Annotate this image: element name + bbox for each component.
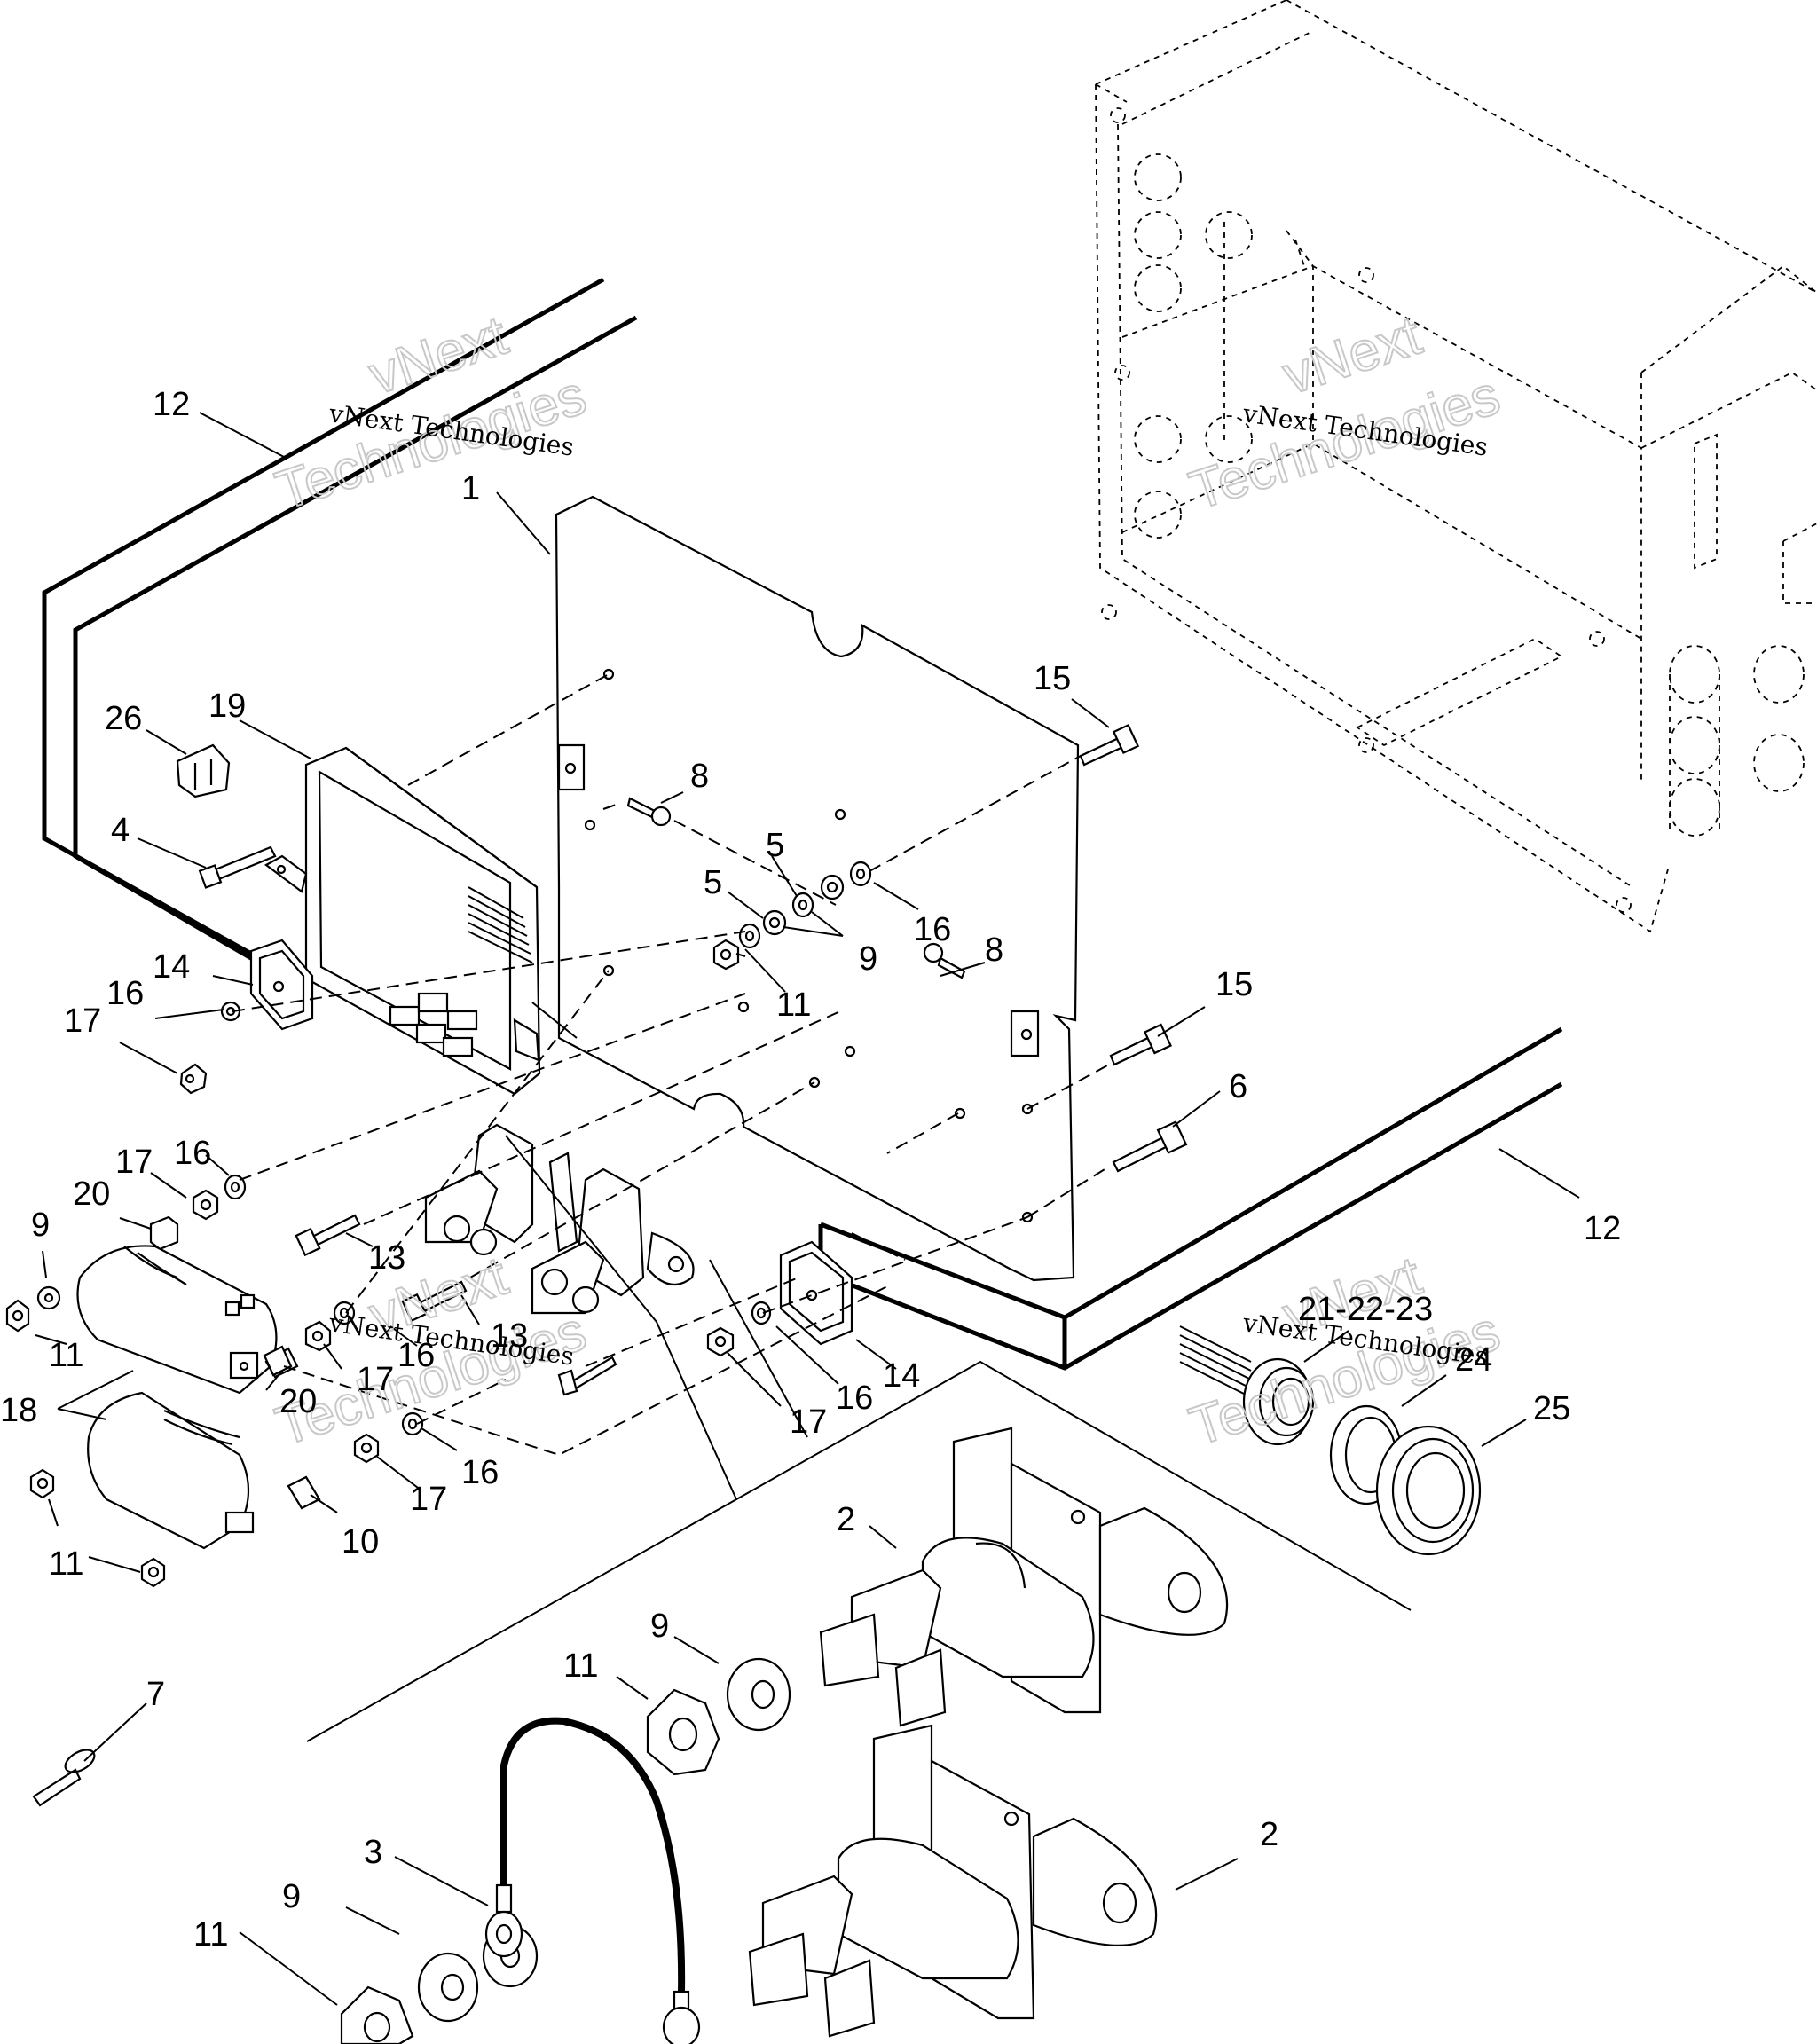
- callout-1: 1: [461, 470, 480, 507]
- left-small-hardware: [5, 1174, 247, 1333]
- callout-16: 16: [914, 911, 951, 948]
- jam-nut-25: [1375, 1425, 1482, 1556]
- callout-11: 11: [776, 987, 811, 1024]
- grommet-14-right: [706, 1240, 853, 1357]
- relay-13-lower: [531, 1167, 695, 1315]
- callout-16: 16: [836, 1380, 873, 1417]
- callout-5: 5: [704, 864, 722, 901]
- callout-9: 9: [31, 1207, 50, 1244]
- contactor-2-lower: [748, 1724, 1158, 2038]
- callout-17: 17: [410, 1481, 447, 1518]
- ground-cable-3: [484, 1717, 701, 2044]
- callout-9: 9: [282, 1878, 301, 1915]
- section-lines: [306, 1002, 1412, 1742]
- callout-17: 17: [64, 1002, 101, 1040]
- callout-16: 16: [106, 975, 144, 1012]
- callout-4: 4: [111, 812, 130, 849]
- callout-24: 24: [1455, 1341, 1492, 1379]
- callout-6: 6: [1229, 1068, 1247, 1105]
- watermark-top-right: vNext Technologies vNext Technologies: [1182, 304, 1508, 523]
- callout-8: 8: [985, 932, 1003, 969]
- solenoid-18-lower: [29, 1391, 321, 1588]
- callout-12: 12: [1584, 1210, 1621, 1247]
- screw-13-c: [557, 1356, 617, 1396]
- screw-8-mid: [923, 942, 966, 979]
- callout-18: 18: [0, 1392, 37, 1429]
- bolt-4: [198, 845, 308, 893]
- callout-12: 12: [153, 386, 190, 423]
- relay-13-upper: [424, 1123, 578, 1256]
- callout-13: 13: [491, 1317, 528, 1355]
- clip-26: [176, 743, 231, 798]
- callout-11: 11: [193, 1916, 228, 1954]
- callout-10: 10: [342, 1523, 379, 1561]
- callout-11: 11: [49, 1545, 83, 1583]
- callout-14: 14: [153, 948, 190, 986]
- callout-5: 5: [766, 827, 784, 864]
- callout-15: 15: [1034, 660, 1071, 697]
- callout-17: 17: [790, 1403, 827, 1441]
- housing-connectors: [1669, 645, 1805, 837]
- watermark-top-left: vNext Technologies vNext Technologies: [268, 304, 594, 523]
- callout-2: 2: [1260, 1816, 1278, 1853]
- contactor-hardware-upper: [646, 1657, 791, 1776]
- grommet-14-left: [249, 939, 314, 1031]
- relay-module-19: [304, 746, 541, 1096]
- callout-20: 20: [279, 1383, 317, 1420]
- screw-8-upper: [626, 797, 672, 827]
- contactor-hardware-lower: [340, 1924, 539, 2044]
- bolt-13-a: [295, 1214, 361, 1257]
- callout-11: 11: [563, 1647, 598, 1685]
- bolt-6: [1112, 1120, 1188, 1173]
- dashed-housing-outline: [1095, 0, 1817, 933]
- callout-16: 16: [397, 1337, 435, 1374]
- callout-7: 7: [146, 1676, 165, 1713]
- callout-9: 9: [859, 940, 877, 978]
- mounting-plate-1: [555, 495, 1080, 1282]
- connector-21-22-23: [1179, 1325, 1315, 1446]
- solenoid-18-upper: [76, 1245, 299, 1395]
- callout-25: 25: [1533, 1390, 1570, 1427]
- left-hardware-cluster: [179, 1001, 241, 1095]
- bolt-13-b: [401, 1280, 468, 1323]
- callout-3: 3: [364, 1834, 382, 1871]
- callout-9: 9: [650, 1608, 669, 1645]
- callout-15: 15: [1215, 966, 1253, 1003]
- callout-26: 26: [105, 700, 142, 737]
- callout-20: 20: [73, 1175, 110, 1213]
- cable-tie-7: [32, 1749, 96, 1807]
- callout-2: 2: [837, 1501, 855, 1538]
- contactor-2-upper: [819, 1427, 1229, 1727]
- callout-19: 19: [208, 688, 246, 725]
- bolt-15-lower: [1109, 1023, 1173, 1066]
- callout-13: 13: [368, 1239, 405, 1277]
- callout-11: 11: [49, 1337, 83, 1374]
- bolt-15-upper: [1079, 723, 1140, 766]
- callout-17: 17: [357, 1361, 394, 1398]
- callout-16: 16: [461, 1454, 499, 1491]
- callout-21-22-23: 21-22-23: [1298, 1291, 1433, 1328]
- callout-17: 17: [115, 1144, 153, 1181]
- leader-lines: [35, 412, 1580, 2006]
- callout-16: 16: [174, 1135, 211, 1172]
- callout-8: 8: [690, 758, 709, 795]
- callout-14: 14: [883, 1357, 920, 1395]
- washer-nut-stack: [712, 861, 872, 971]
- callout-labels: 12 1 26 19 4 14 16 17 15 8 5 5 16 9 8 11…: [0, 386, 1621, 1954]
